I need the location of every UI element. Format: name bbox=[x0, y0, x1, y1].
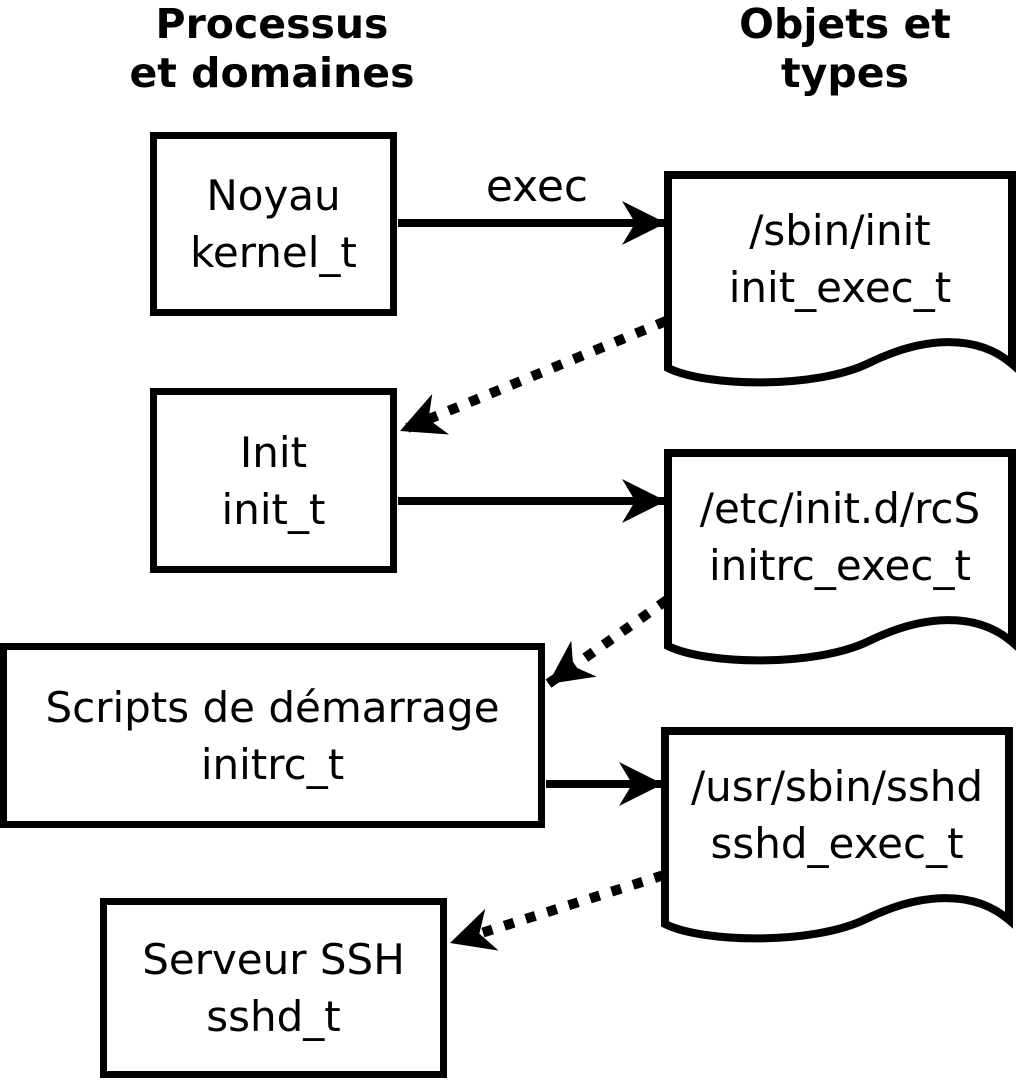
process-node-initrc: Scripts de démarrage initrc_t bbox=[0, 643, 545, 828]
object-node-sshd-exec: /usr/sbin/sshd sshd_exec_t bbox=[661, 727, 1013, 953]
object-node-initrc-exec-label: /etc/init.d/rcS initrc_exec_t bbox=[699, 484, 981, 590]
process-node-kernel: Noyau kernel_t bbox=[150, 132, 397, 316]
object-node-init-exec-label: /sbin/init init_exec_t bbox=[728, 206, 952, 312]
edge-label-exec: exec bbox=[485, 161, 589, 212]
object-node-initrc-exec: /etc/init.d/rcS initrc_exec_t bbox=[664, 449, 1016, 675]
column-header-objects-types: Objets et types bbox=[739, 0, 951, 97]
document-shape-icon bbox=[664, 449, 1016, 665]
transition-arrow-initrc-exec-to-initrc bbox=[545, 595, 670, 689]
process-node-init-label: Init init_t bbox=[221, 427, 326, 534]
process-node-initrc-label: Scripts de démarrage initrc_t bbox=[45, 682, 500, 789]
process-node-kernel-label: Noyau kernel_t bbox=[190, 171, 357, 277]
object-node-sshd-exec-label: /usr/sbin/sshd sshd_exec_t bbox=[690, 762, 984, 868]
document-shape-icon bbox=[664, 171, 1016, 387]
document-shape-icon bbox=[661, 727, 1013, 943]
process-node-init: Init init_t bbox=[150, 388, 397, 573]
process-node-sshd-label: Serveur SSH sshd_t bbox=[142, 935, 405, 1041]
transition-arrow-sshd-exec-to-sshd bbox=[448, 870, 666, 951]
column-header-processes-domains: Processus et domaines bbox=[129, 0, 415, 97]
transition-arrow-init-exec-to-init bbox=[398, 316, 668, 436]
object-node-init-exec: /sbin/init init_exec_t bbox=[664, 171, 1016, 397]
process-node-sshd: Serveur SSH sshd_t bbox=[100, 898, 447, 1078]
